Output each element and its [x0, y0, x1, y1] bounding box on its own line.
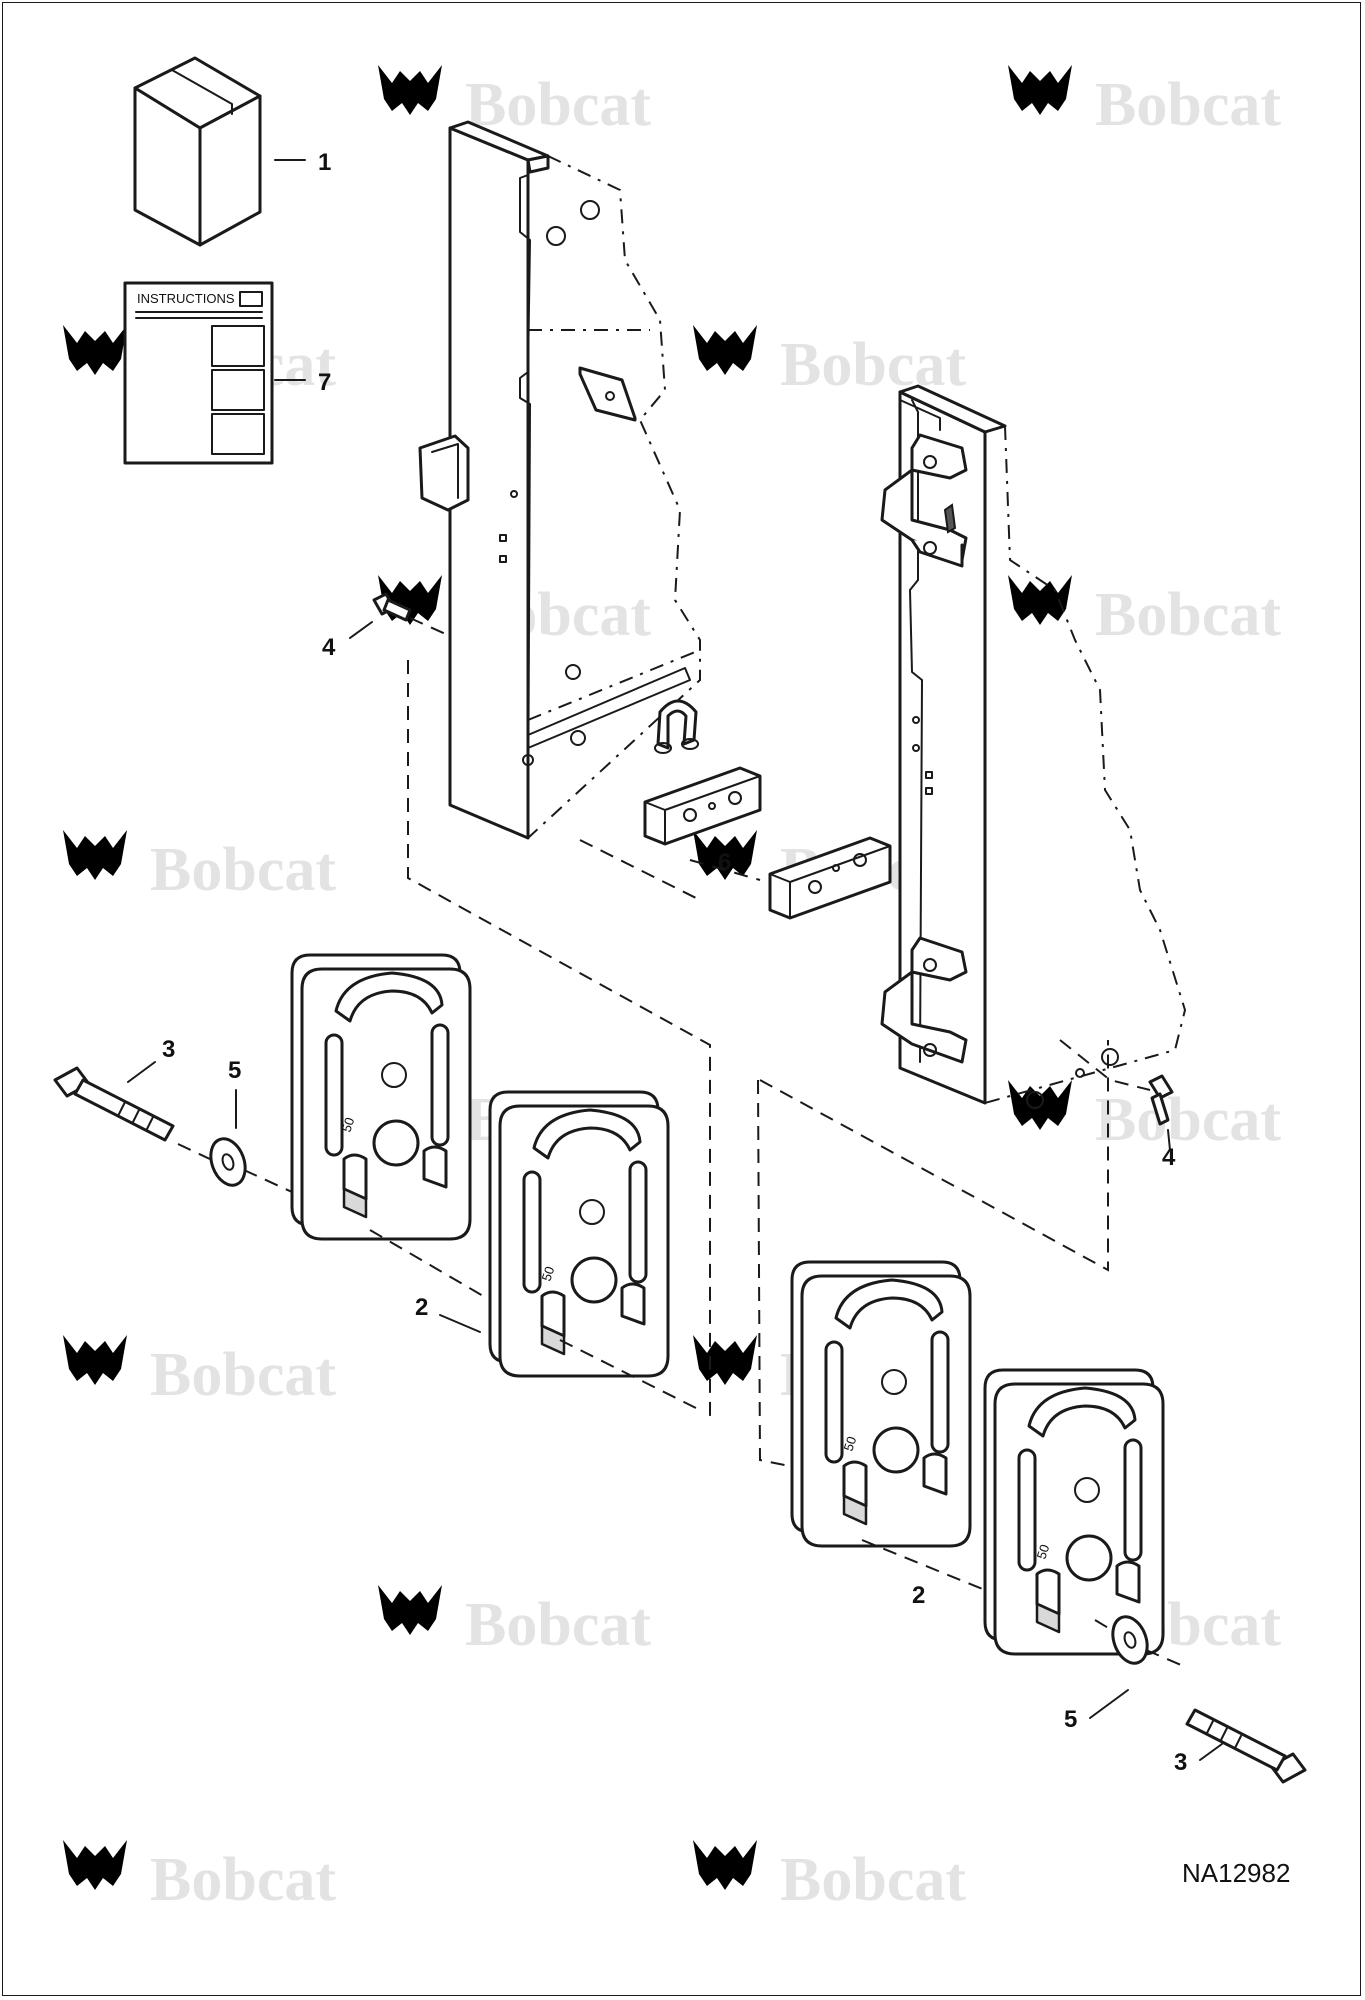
- callout-3-right: 3: [1174, 1749, 1187, 1776]
- part-3-bolt-left: [53, 1066, 175, 1142]
- callout-5-left: 5: [228, 1057, 241, 1084]
- callout-3-left: 3: [162, 1036, 175, 1063]
- callout-7: 7: [318, 369, 331, 396]
- instructions-title: INSTRUCTIONS: [137, 291, 235, 306]
- part-2-counterweight-right-rear: 50: [790, 1260, 972, 1548]
- weight-lbs: 50: [339, 1116, 358, 1134]
- part-1-box: 1: [133, 56, 331, 247]
- watermark-text: Bobcat: [1095, 581, 1281, 649]
- watermark-text: Bobcat: [150, 836, 336, 904]
- part-6-spacer-plates: 6: [643, 766, 892, 920]
- part-4-bolt-upper: 4: [322, 592, 451, 661]
- part-2-counterweight-left-rear: 50: [290, 953, 472, 1241]
- part-2-counterweight-right-front: 50: [983, 1368, 1165, 1656]
- callout-2-left: 2: [415, 1294, 428, 1321]
- part-5-washer-right: [1111, 1615, 1149, 1665]
- drawing-number: NA12982: [1182, 1858, 1291, 1888]
- watermark-text: Bobcat: [465, 71, 651, 139]
- watermark-text: Bobcat: [150, 1846, 336, 1914]
- callout-5-right: 5: [1064, 1706, 1077, 1733]
- callout-4-upper: 4: [322, 634, 336, 661]
- part-4-bolt-lower: 4: [1059, 1039, 1176, 1171]
- weight-lbs: 50: [1034, 1543, 1053, 1561]
- watermark-text: Bobcat: [780, 1846, 966, 1914]
- watermark-text: Bobcat: [1095, 71, 1281, 139]
- part-5-washer-left: [209, 1137, 247, 1187]
- watermark-text: Bobcat: [150, 1341, 336, 1409]
- part-7-instructions: INSTRUCTIONS 7: [123, 281, 331, 465]
- part-2-counterweight-left-front: 50: [488, 1090, 670, 1378]
- watermark-text: Bobcat: [465, 1591, 651, 1659]
- callout-1: 1: [318, 149, 331, 176]
- callout-6: 6: [718, 849, 731, 876]
- watermark-text: Bobcat: [780, 331, 966, 399]
- weight-lbs: 50: [539, 1265, 558, 1283]
- callout-4-lower: 4: [1162, 1144, 1176, 1171]
- weight-lbs: 50: [841, 1435, 860, 1453]
- part-3-bolt-right: [1185, 1708, 1307, 1784]
- callout-2-right: 2: [912, 1582, 925, 1609]
- right-mounting-bracket: [880, 384, 1187, 1109]
- watermark-text: Bobcat: [1095, 1086, 1281, 1154]
- left-mounting-bracket: [418, 120, 701, 840]
